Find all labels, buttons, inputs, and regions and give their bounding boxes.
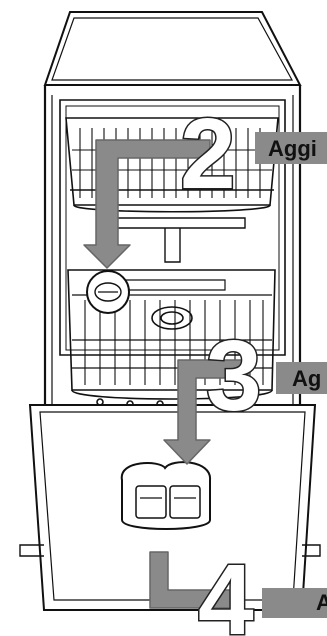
arrow-step-3 xyxy=(163,359,251,465)
step-3-label-bar xyxy=(276,362,327,394)
salt-container-cap xyxy=(86,270,130,314)
lower-basket xyxy=(67,269,276,408)
arrow-step-2 xyxy=(83,139,211,269)
step-3-label: Ag xyxy=(292,366,321,391)
step-3-callout: 3 Ag xyxy=(205,319,327,434)
arrow-step-4 xyxy=(149,551,236,609)
step-4-callout: 4 A xyxy=(197,543,327,636)
step-2-callout: 2 Aggi xyxy=(179,97,327,212)
step-4-label-bar xyxy=(262,588,327,618)
step-4-number: 4 xyxy=(198,544,254,636)
step-2-label-bar xyxy=(255,132,327,164)
detergent-dispenser xyxy=(120,461,212,530)
step-2-label: Aggi xyxy=(268,136,317,161)
step-3-number: 3 xyxy=(206,320,262,432)
step-4-label: A xyxy=(316,590,327,615)
step-2-number: 2 xyxy=(180,98,236,210)
callout-arrows xyxy=(83,139,251,609)
